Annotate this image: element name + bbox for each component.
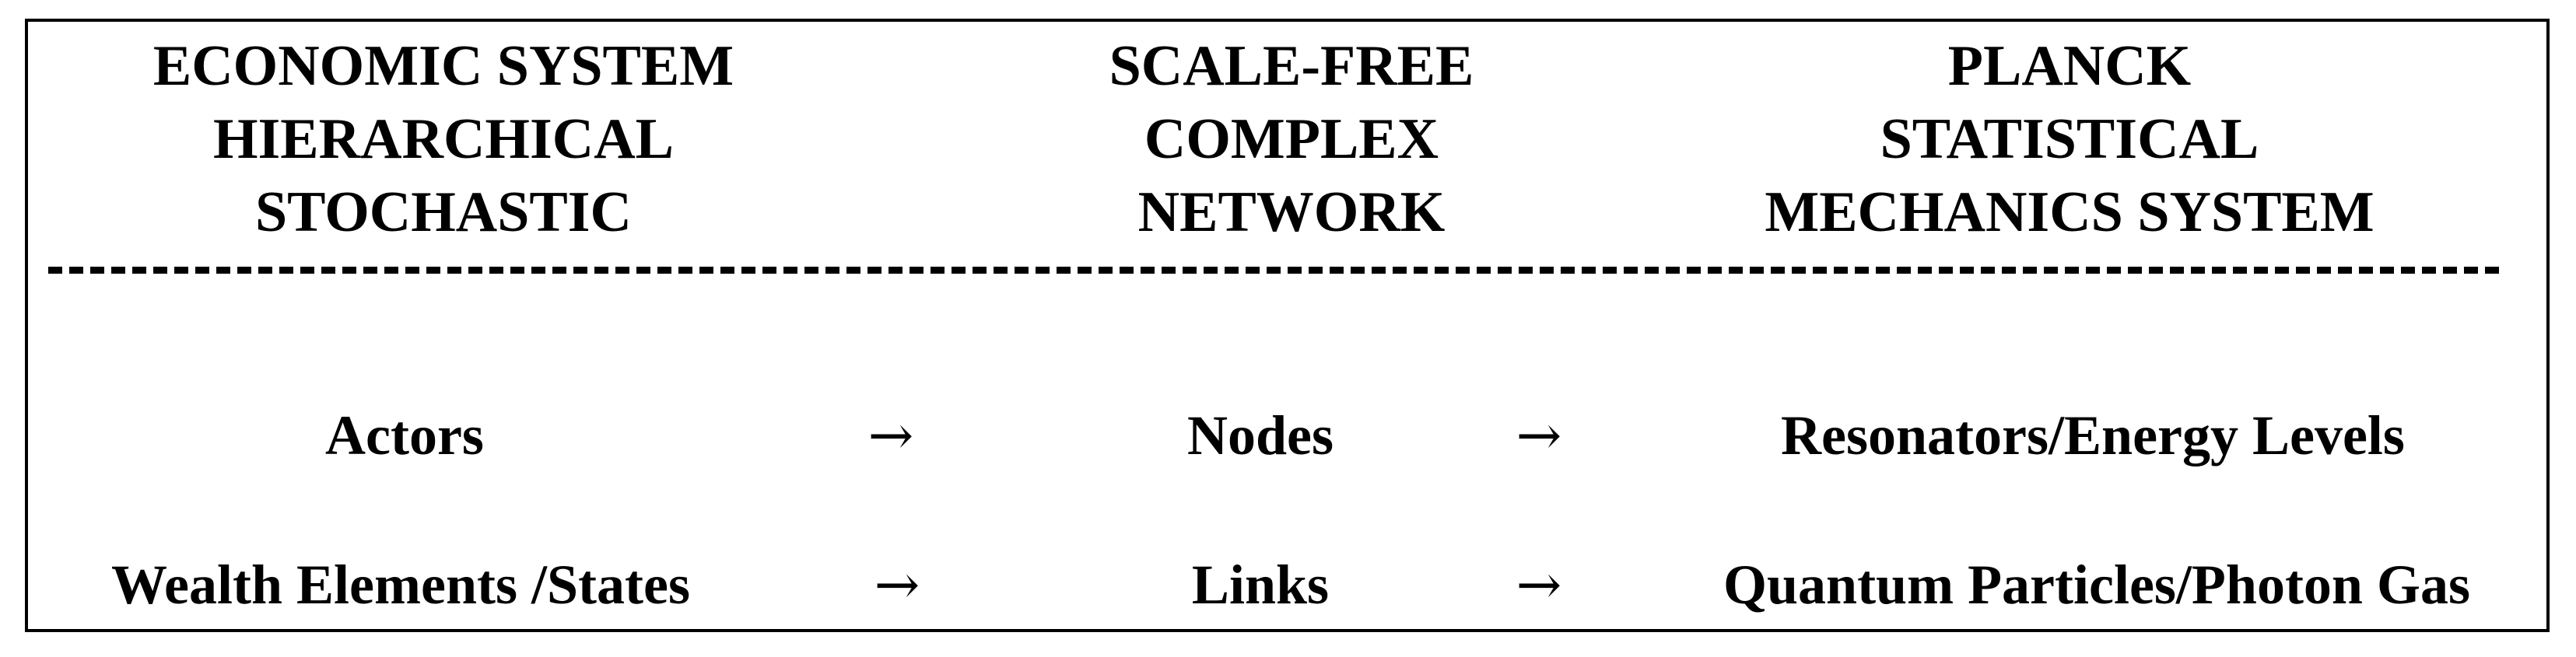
planck-heading-line-3: MECHANICS SYSTEM bbox=[1765, 180, 2374, 244]
economic-system-heading: ECONOMIC SYSTEM HIERARCHICAL STOCHASTIC bbox=[70, 30, 817, 249]
planck-heading-line-2: STATISTICAL bbox=[1880, 107, 2259, 171]
network-heading-line-3: NETWORK bbox=[1137, 180, 1446, 244]
economic-heading-line-2: HIERARCHICAL bbox=[212, 107, 675, 171]
network-heading-line-1: SCALE-FREE bbox=[1109, 34, 1474, 98]
row-2-arrow-2-icon: → bbox=[1516, 553, 1562, 617]
network-heading: SCALE-FREE COMPLEX NETWORK bbox=[996, 30, 1587, 249]
row-1-network-cell: Nodes bbox=[1186, 404, 1334, 467]
row-2-arrow-1-icon: → bbox=[874, 553, 920, 617]
row-1-economic-cell: Actors bbox=[325, 404, 484, 467]
row-2-planck-cell: Quantum Particles/Photon Gas bbox=[1723, 554, 2470, 616]
planck-heading: PLANCK STATISTICAL MECHANICS SYSTEM bbox=[1649, 30, 2490, 249]
row-1-planck-cell: Resonators/Energy Levels bbox=[1781, 404, 2405, 467]
economic-heading-line-3: STOCHASTIC bbox=[255, 180, 632, 244]
row-1-arrow-1-icon: → bbox=[867, 404, 914, 467]
economic-heading-line-1: ECONOMIC SYSTEM bbox=[152, 34, 734, 98]
row-2-economic-cell: Wealth Elements /States bbox=[111, 554, 690, 616]
row-1-arrow-2-icon: → bbox=[1516, 404, 1562, 467]
dashed-divider bbox=[48, 267, 2499, 274]
row-2-network-cell: Links bbox=[1191, 554, 1330, 616]
network-heading-line-2: COMPLEX bbox=[1144, 107, 1439, 171]
diagram-frame bbox=[25, 19, 2550, 632]
planck-heading-line-1: PLANCK bbox=[1947, 34, 2192, 98]
